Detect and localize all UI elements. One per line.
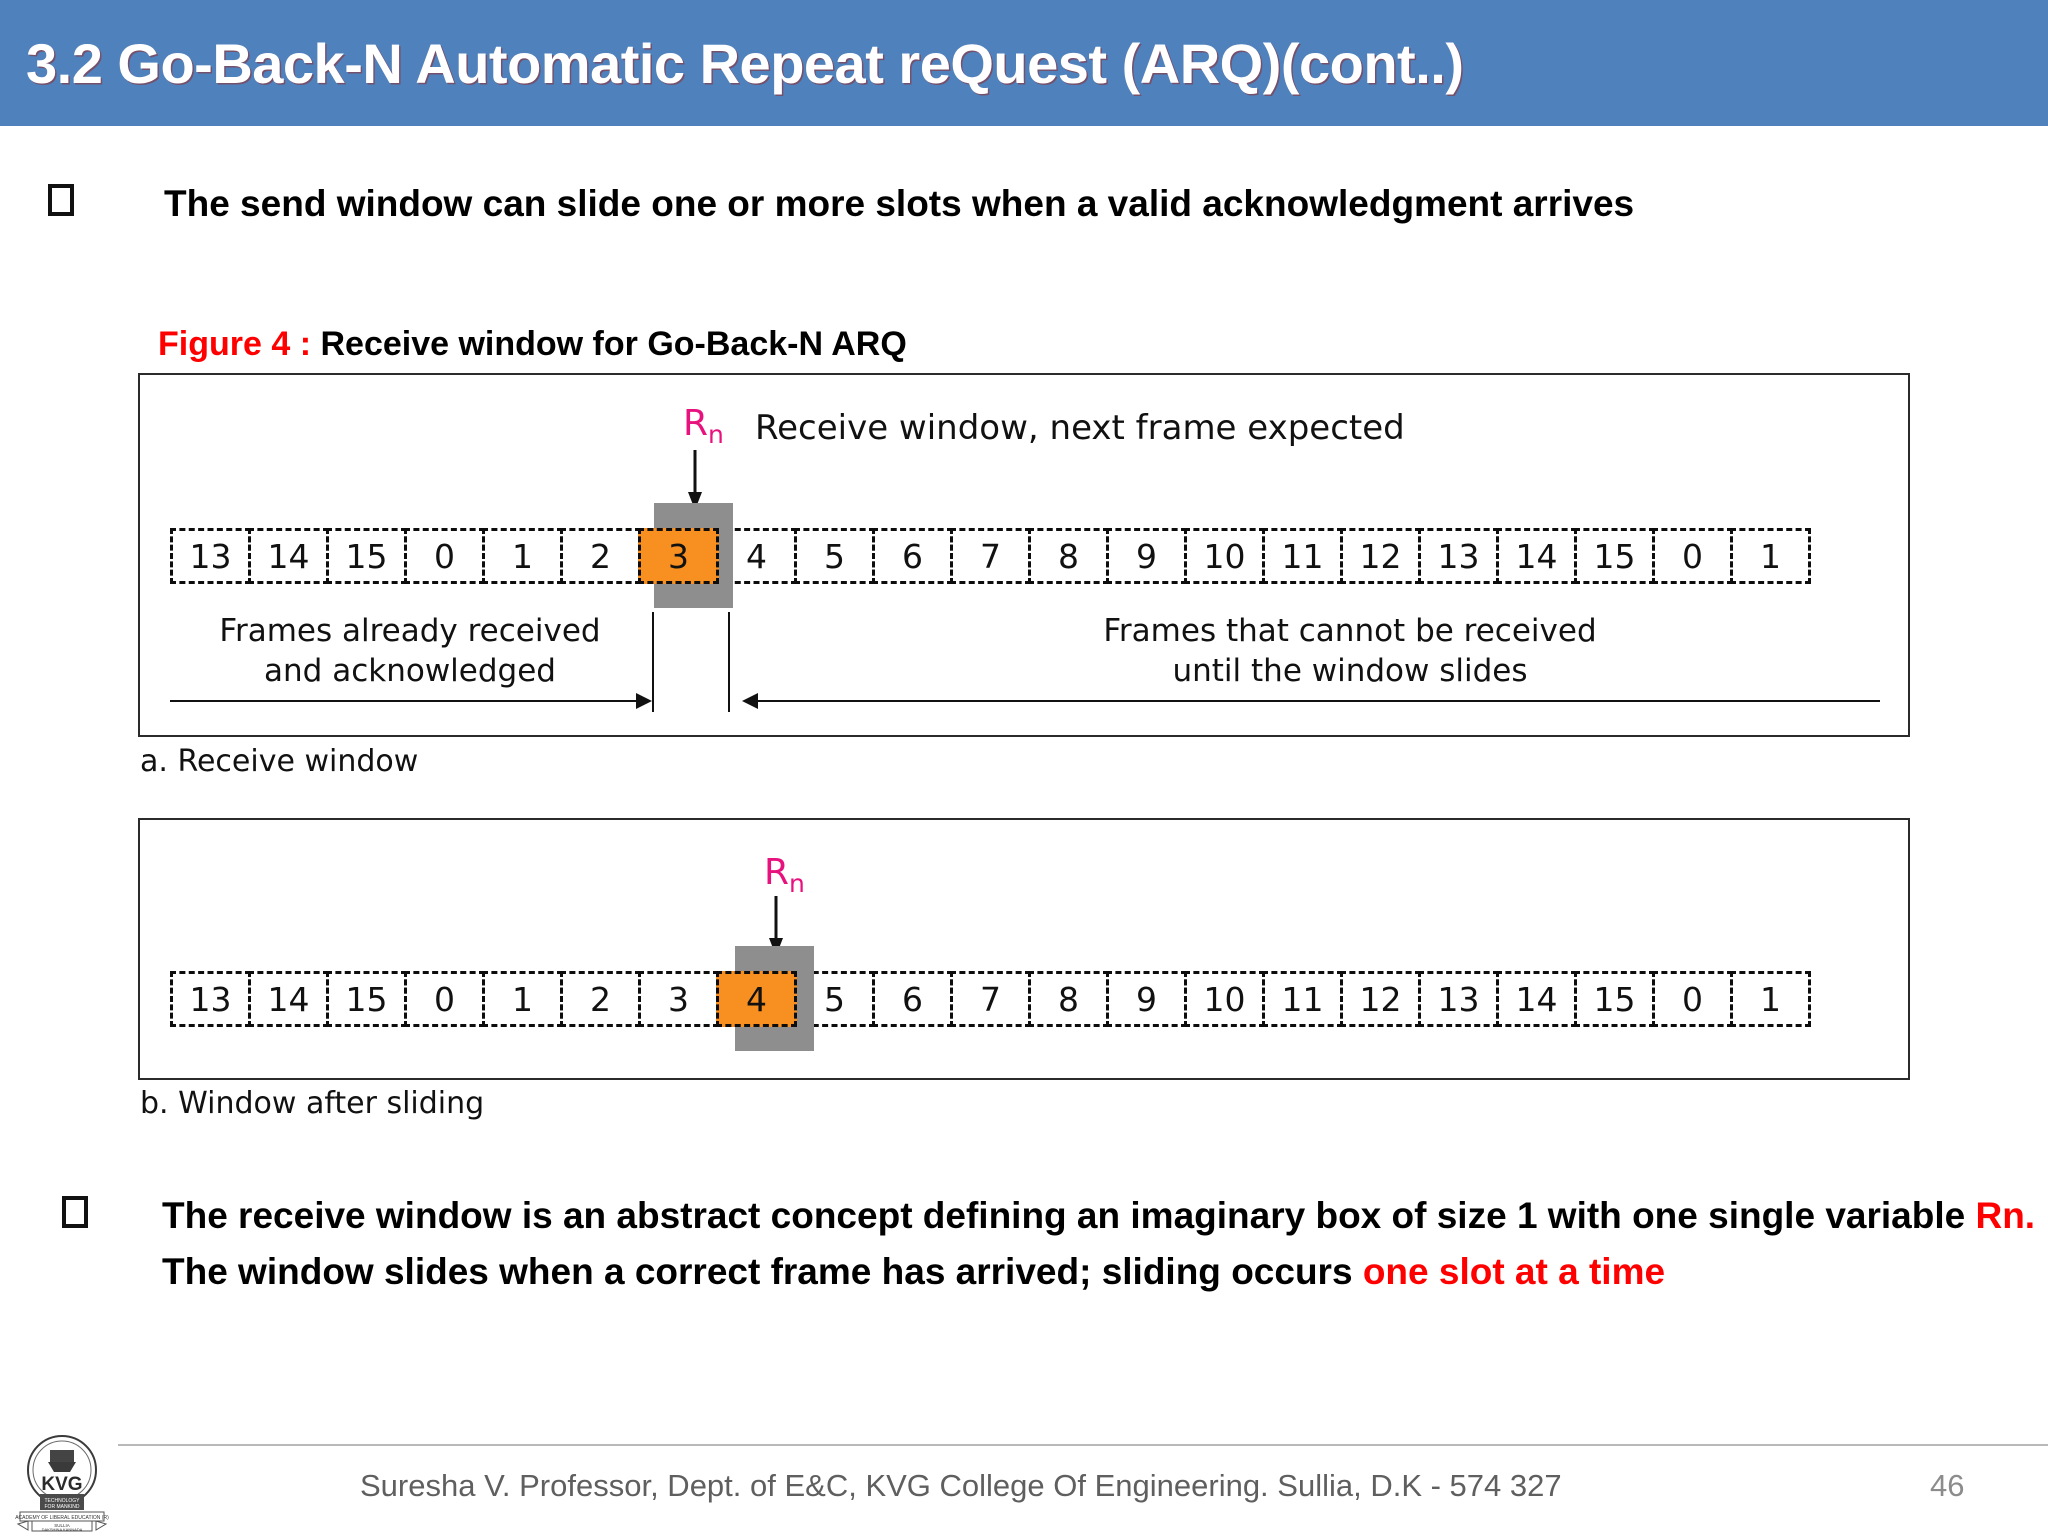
slot: 10 [1184, 528, 1265, 584]
kvg-college-logo: KVG TECHNOLOGY FOR MANKIND ACADEMY OF LI… [15, 1435, 109, 1532]
figure-panel-b [138, 818, 1910, 1080]
svg-text:ACADEMY OF LIBERAL EDUCATION (: ACADEMY OF LIBERAL EDUCATION (R) [15, 1515, 109, 1521]
panel-b-caption: b. Window after sliding [140, 1086, 485, 1121]
slot: 12 [1340, 528, 1421, 584]
page-number: 46 [1930, 1468, 1965, 1503]
svg-text:KVG: KVG [41, 1474, 82, 1495]
range-tick-left [652, 612, 654, 712]
slot: 15 [1574, 971, 1655, 1027]
bullet-bottom-text: The receive window is an abstract concep… [162, 1188, 2042, 1300]
slot: 12 [1340, 971, 1421, 1027]
slot: 15 [326, 971, 407, 1027]
svg-text:TECHNOLOGY: TECHNOLOGY [44, 1498, 80, 1504]
slot: 13 [170, 528, 251, 584]
svg-text:DAKSHINA KANNADA: DAKSHINA KANNADA [42, 1527, 83, 1532]
slot: 1 [1730, 971, 1811, 1027]
bullet-square-icon [48, 184, 74, 216]
panel-a-caption: a. Receive window [140, 744, 419, 779]
slot: 15 [326, 528, 407, 584]
range-arrow-right-head [742, 693, 758, 709]
slot: 6 [872, 528, 953, 584]
range-arrow-right-line [758, 700, 1880, 702]
slot: 1 [482, 971, 563, 1027]
slot-current: 4 [716, 971, 797, 1027]
slot: 13 [1418, 971, 1499, 1027]
slot: 1 [482, 528, 563, 584]
bullet-bottom-part1: The receive window is an abstract concep… [162, 1195, 1976, 1236]
slot: 7 [950, 528, 1031, 584]
bullet-bottom-part2: The window slides when a correct frame h… [162, 1251, 1363, 1293]
footer-attribution: Suresha V. Professor, Dept. of E&C, KVG … [360, 1468, 1562, 1503]
bullet-bottom-red1: Rn. [1975, 1195, 2036, 1236]
bullet-bottom-red2: one slot at a time [1362, 1251, 1666, 1293]
slot: 0 [404, 971, 485, 1027]
slot: 8 [1028, 971, 1109, 1027]
rn-marker-label-b: Rn [764, 852, 805, 899]
slot: 5 [794, 528, 875, 584]
rn-marker-note: Receive window, next frame expected [755, 408, 1405, 448]
slot: 13 [1418, 528, 1499, 584]
svg-text:FOR MANKIND: FOR MANKIND [45, 1504, 80, 1510]
slot: 15 [1574, 528, 1655, 584]
slot: 1 [1730, 528, 1811, 584]
slot: 9 [1106, 971, 1187, 1027]
range-label-left: Frames already received and acknowledged [219, 613, 601, 689]
range-arrow-left-head [636, 693, 652, 709]
slot: 14 [1496, 971, 1577, 1027]
range-arrow-left-line [170, 700, 640, 702]
rn-marker-label-a: Rn [683, 403, 724, 450]
slot: 6 [872, 971, 953, 1027]
bullet-bottom: The receive window is an abstract concep… [62, 1188, 2042, 1300]
slot: 7 [950, 971, 1031, 1027]
slot: 14 [248, 971, 329, 1027]
slot: 11 [1262, 971, 1343, 1027]
range-tick-right [728, 612, 730, 712]
slot: 2 [560, 971, 641, 1027]
slot: 0 [1652, 971, 1733, 1027]
slot: 8 [1028, 528, 1109, 584]
range-label-right: Frames that cannot be received until the… [1103, 613, 1597, 689]
figure-number: Figure 4 : [158, 325, 312, 363]
slot: 9 [1106, 528, 1187, 584]
slot: 14 [1496, 528, 1577, 584]
slot-current: 3 [638, 528, 719, 584]
figure-panel-a [138, 373, 1910, 737]
slot: 0 [1652, 528, 1733, 584]
slot: 0 [404, 528, 485, 584]
figure-caption-text: Receive window for Go-Back-N ARQ [311, 325, 907, 363]
slot: 11 [1262, 528, 1343, 584]
slot: 10 [1184, 971, 1265, 1027]
slot: 3 [638, 971, 719, 1027]
figure-caption: Figure 4 : Receive window for Go-Back-N … [158, 325, 907, 364]
page-title: 3.2 Go-Back-N Automatic Repeat reQuest (… [26, 31, 1464, 95]
slot: 13 [170, 971, 251, 1027]
slot: 2 [560, 528, 641, 584]
bullet-square-icon [62, 1196, 88, 1228]
svg-text:SULLIA: SULLIA [54, 1523, 70, 1528]
slide-title-bar: 3.2 Go-Back-N Automatic Repeat reQuest (… [0, 0, 2048, 126]
bullet-top: The send window can slide one or more sl… [48, 176, 1634, 232]
footer-divider [118, 1444, 2048, 1446]
slot: 14 [248, 528, 329, 584]
rn-down-arrow-a [688, 450, 702, 510]
bullet-top-text: The send window can slide one or more sl… [164, 183, 1635, 224]
